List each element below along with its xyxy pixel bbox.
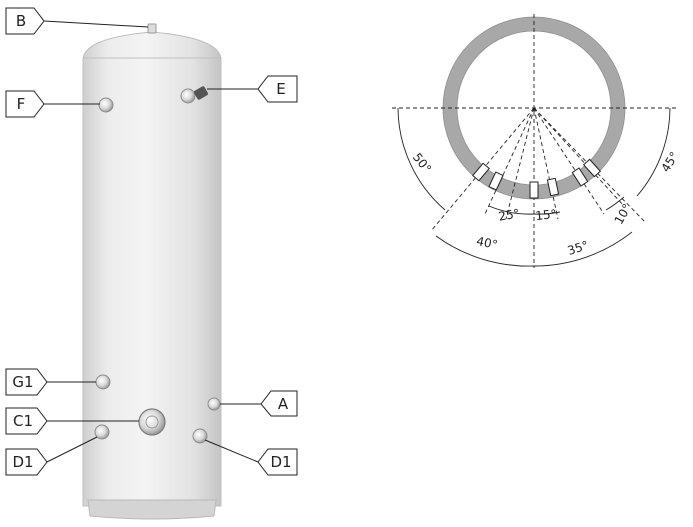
arc-45 [636, 107, 671, 197]
callout-d1-right-tag [257, 448, 298, 476]
callout-d1-left-label: D1 [12, 453, 33, 471]
angle-label-25: 25° [497, 206, 520, 223]
port-d1-left [94, 424, 110, 440]
port-c1-immersion [138, 408, 166, 436]
callout-a-label: A [278, 395, 289, 413]
arc-35 [533, 231, 633, 267]
callout-e-label: E [276, 80, 285, 98]
plan-stub-2 [488, 171, 504, 191]
callout-d1-left-leader [46, 436, 98, 463]
radial-line-left-25 [484, 107, 535, 215]
radial-line-right-35 [533, 107, 605, 215]
port-a [207, 397, 221, 411]
callout-b-leader [43, 20, 149, 28]
angle-label-40: 40° [475, 234, 499, 252]
plan-stub-1 [472, 162, 490, 182]
arc-50 [397, 107, 446, 211]
callout-d1-right-leader [204, 439, 259, 463]
top-outlet-stub [147, 23, 157, 34]
callout-c1-label: C1 [13, 412, 33, 430]
angle-label-15: 15° [535, 207, 558, 223]
arc-40 [435, 235, 535, 267]
radial-line-right-45 [533, 107, 625, 207]
hot-water-cylinder [82, 23, 222, 520]
angle-label-50: 50° [410, 150, 434, 175]
callout-a-tag [260, 390, 298, 417]
port-e-valve [194, 86, 208, 100]
radial-line-right-15 [533, 107, 559, 220]
plan-stub-4 [546, 177, 560, 197]
port-c1-boss [145, 415, 159, 429]
callout-f-tag [5, 90, 45, 118]
callout-g1-tag [5, 368, 48, 396]
port-d1-right [192, 428, 208, 444]
arc-15 [533, 211, 561, 215]
callout-d1-left-tag [5, 448, 48, 476]
callout-f-label: F [17, 95, 26, 113]
plan-stub-6 [582, 158, 602, 178]
cylinder-base [87, 499, 217, 520]
plan-stub-5 [571, 167, 589, 187]
arc-10 [605, 196, 625, 211]
callout-g1-label: G1 [12, 373, 33, 391]
plan-stub-3 [529, 181, 539, 199]
callout-b-tag [5, 7, 45, 35]
angle-label-10: 10° [612, 201, 635, 226]
plan-view: 50° 45° 25° 15° 10° 40° 35° [392, 14, 682, 268]
port-f [98, 97, 114, 113]
radial-line-left-15 [505, 107, 535, 220]
port-e [180, 88, 196, 104]
cylinder-dome [82, 31, 222, 61]
angle-label-35: 35° [566, 238, 591, 258]
callout-d1-right-label: D1 [270, 453, 291, 471]
port-g1 [95, 374, 111, 390]
callout-e-tag [257, 75, 298, 103]
callout-c1-tag [5, 407, 48, 435]
callout-b-label: B [16, 12, 26, 30]
arc-25 [488, 205, 535, 215]
